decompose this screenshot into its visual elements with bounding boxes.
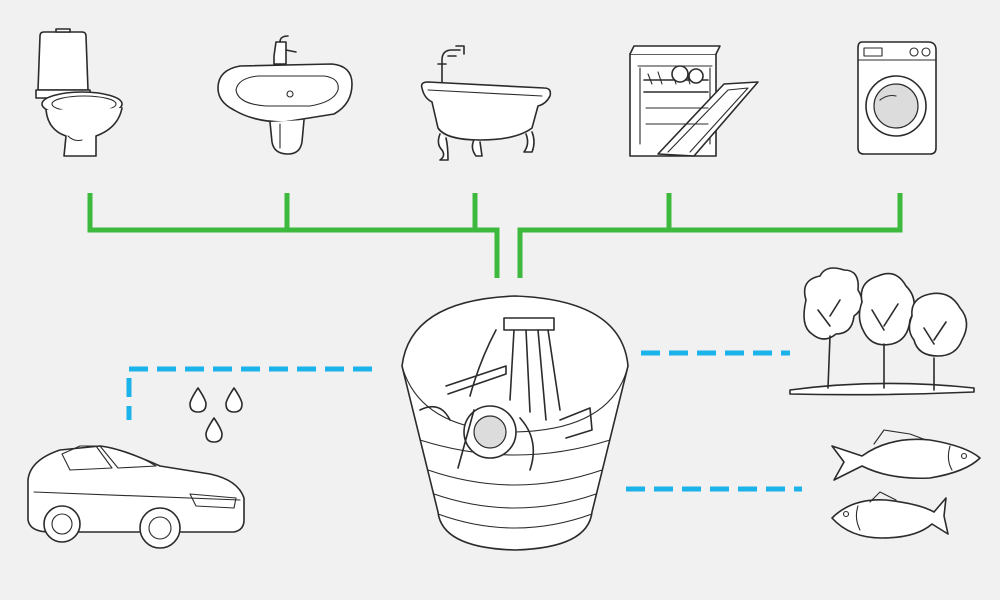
bathtub-icon: [420, 45, 552, 161]
bream-fish-icon: [831, 491, 949, 539]
inflow-pipe-right: [517, 193, 903, 278]
water-drops-icon: [189, 387, 243, 443]
toilet-icon: [35, 28, 123, 157]
perch-fish-icon: [831, 429, 981, 481]
washbasin-icon: [217, 35, 353, 155]
septic-treatment-tank-icon: [401, 295, 629, 551]
fish-pond-icon: [831, 429, 981, 539]
car-wash-icon: [27, 387, 245, 549]
outflow-to-car: [126, 366, 372, 420]
outflow-dashed-lines: [126, 350, 802, 492]
inflow-pipe-network: [87, 193, 903, 278]
car-icon: [27, 445, 245, 549]
washing-machine-icon: [857, 41, 937, 155]
dishwasher-icon: [629, 45, 759, 157]
inflow-pipe-left: [87, 193, 500, 278]
trees-irrigation-icon: [789, 267, 975, 396]
